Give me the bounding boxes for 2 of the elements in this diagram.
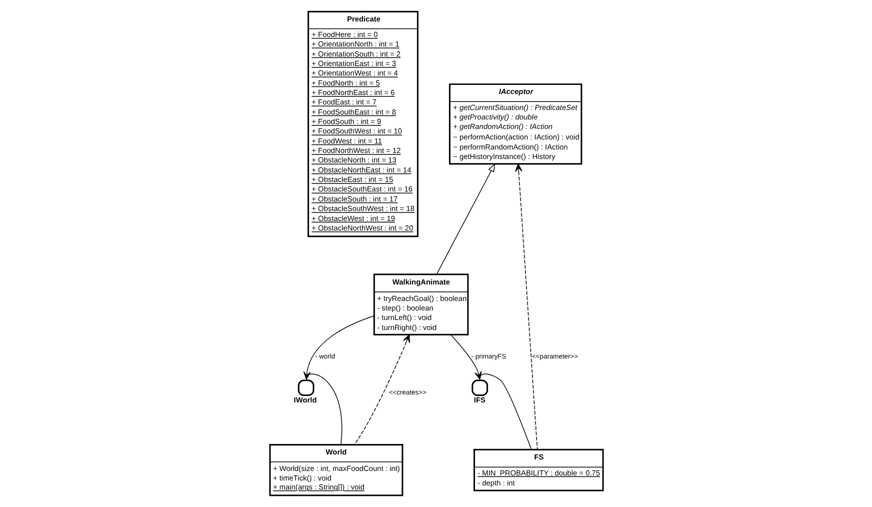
node-label: IFS: [473, 396, 485, 405]
node-label: IWorld: [293, 396, 316, 405]
